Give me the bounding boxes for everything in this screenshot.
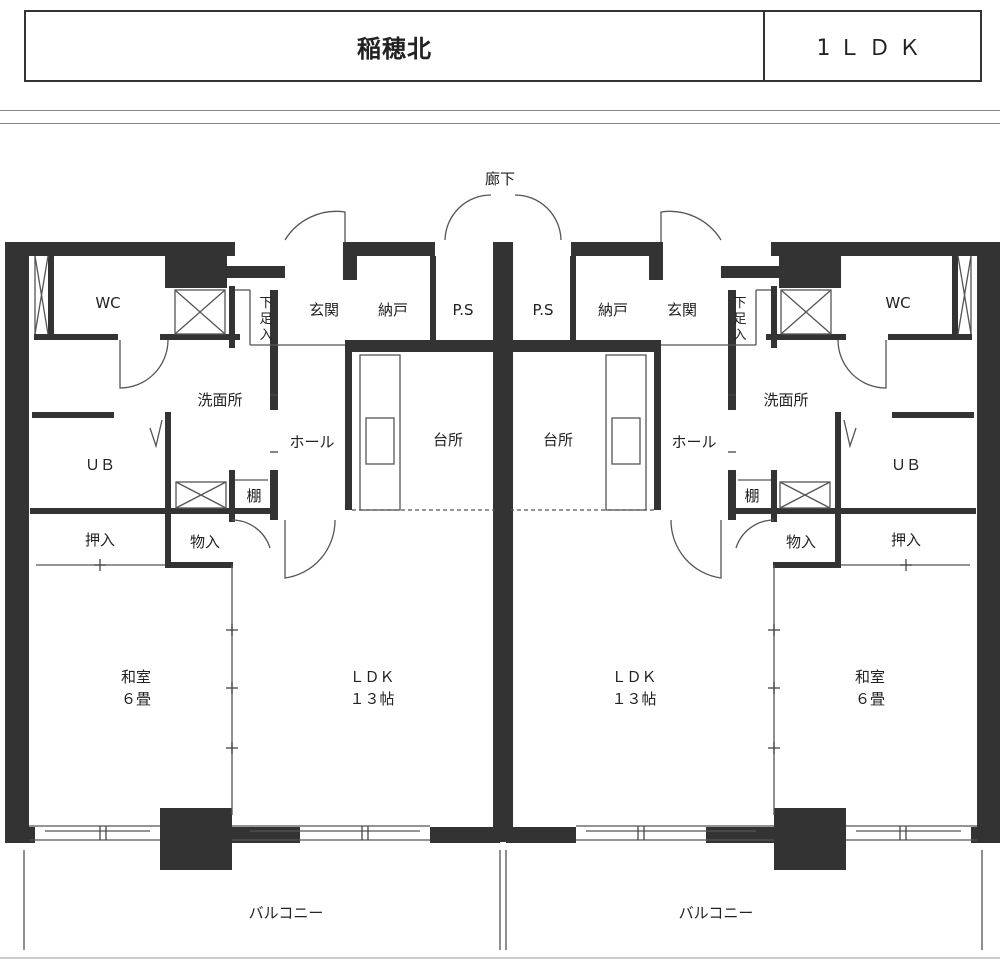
property-name: 稲穂北 — [26, 12, 765, 80]
label-wc-left: WC — [95, 294, 120, 312]
separator-line — [0, 110, 1000, 111]
label-storage-left: 納戸 — [378, 301, 408, 319]
label-entrance-left: 玄関 — [309, 301, 339, 319]
label-balcony-left: バルコニー — [249, 904, 324, 922]
label-washitsu-left: 和室 — [121, 668, 151, 686]
label-shoe-left-2: 足 — [259, 312, 272, 327]
label-hall-left: ホール — [289, 433, 334, 451]
label-ldk-right: ＬＤＫ — [611, 668, 656, 686]
left-unit — [4, 194, 507, 951]
label-washroom-left: 洗面所 — [197, 391, 242, 409]
label-ps-left: P.S — [453, 301, 474, 319]
label-shoe-right-3: 入 — [733, 328, 746, 343]
label-ldk-size-right: １３帖 — [611, 690, 656, 708]
label-balcony-right: バルコニー — [679, 904, 754, 922]
label-monoire-right: 物入 — [786, 533, 816, 551]
label-shoe-left-3: 入 — [259, 328, 272, 343]
label-washitsu-right: 和室 — [855, 668, 885, 686]
label-shoe-right-1: 下 — [733, 296, 746, 311]
label-ldk-left: ＬＤＫ — [349, 668, 394, 686]
label-kitchen-left: 台所 — [433, 431, 463, 449]
label-corridor: 廊下 — [485, 170, 515, 188]
label-entrance-right: 玄関 — [667, 301, 697, 319]
label-ub-left: ＵＢ — [85, 456, 115, 474]
layout-type: 1ＬＤＫ — [816, 36, 929, 61]
label-kitchen-right: 台所 — [543, 431, 573, 449]
label-storage-right: 納戸 — [598, 301, 628, 319]
title-box: 稲穂北 1ＬＤＫ — [24, 10, 982, 82]
label-ub-right: ＵＢ — [891, 456, 921, 474]
label-hall-right: ホール — [671, 433, 716, 451]
label-shelf-right: 棚 — [744, 487, 759, 505]
label-washitsu-size-right: ６畳 — [855, 690, 885, 708]
label-oshiire-right: 押入 — [891, 531, 921, 549]
label-washroom-right: 洗面所 — [763, 391, 808, 409]
label-ps-right: P.S — [533, 301, 554, 319]
right-unit — [499, 194, 1000, 951]
label-monoire-left: 物入 — [190, 533, 220, 551]
label-shoe-right-2: 足 — [733, 312, 746, 327]
label-ldk-size-left: １３帖 — [349, 690, 394, 708]
label-shoe-left-1: 下 — [259, 296, 272, 311]
label-washitsu-size-left: ６畳 — [121, 690, 151, 708]
label-wc-right: WC — [885, 294, 910, 312]
label-oshiire-left: 押入 — [85, 531, 115, 549]
label-shelf-left: 棚 — [246, 487, 261, 505]
separator-line — [0, 123, 1000, 124]
